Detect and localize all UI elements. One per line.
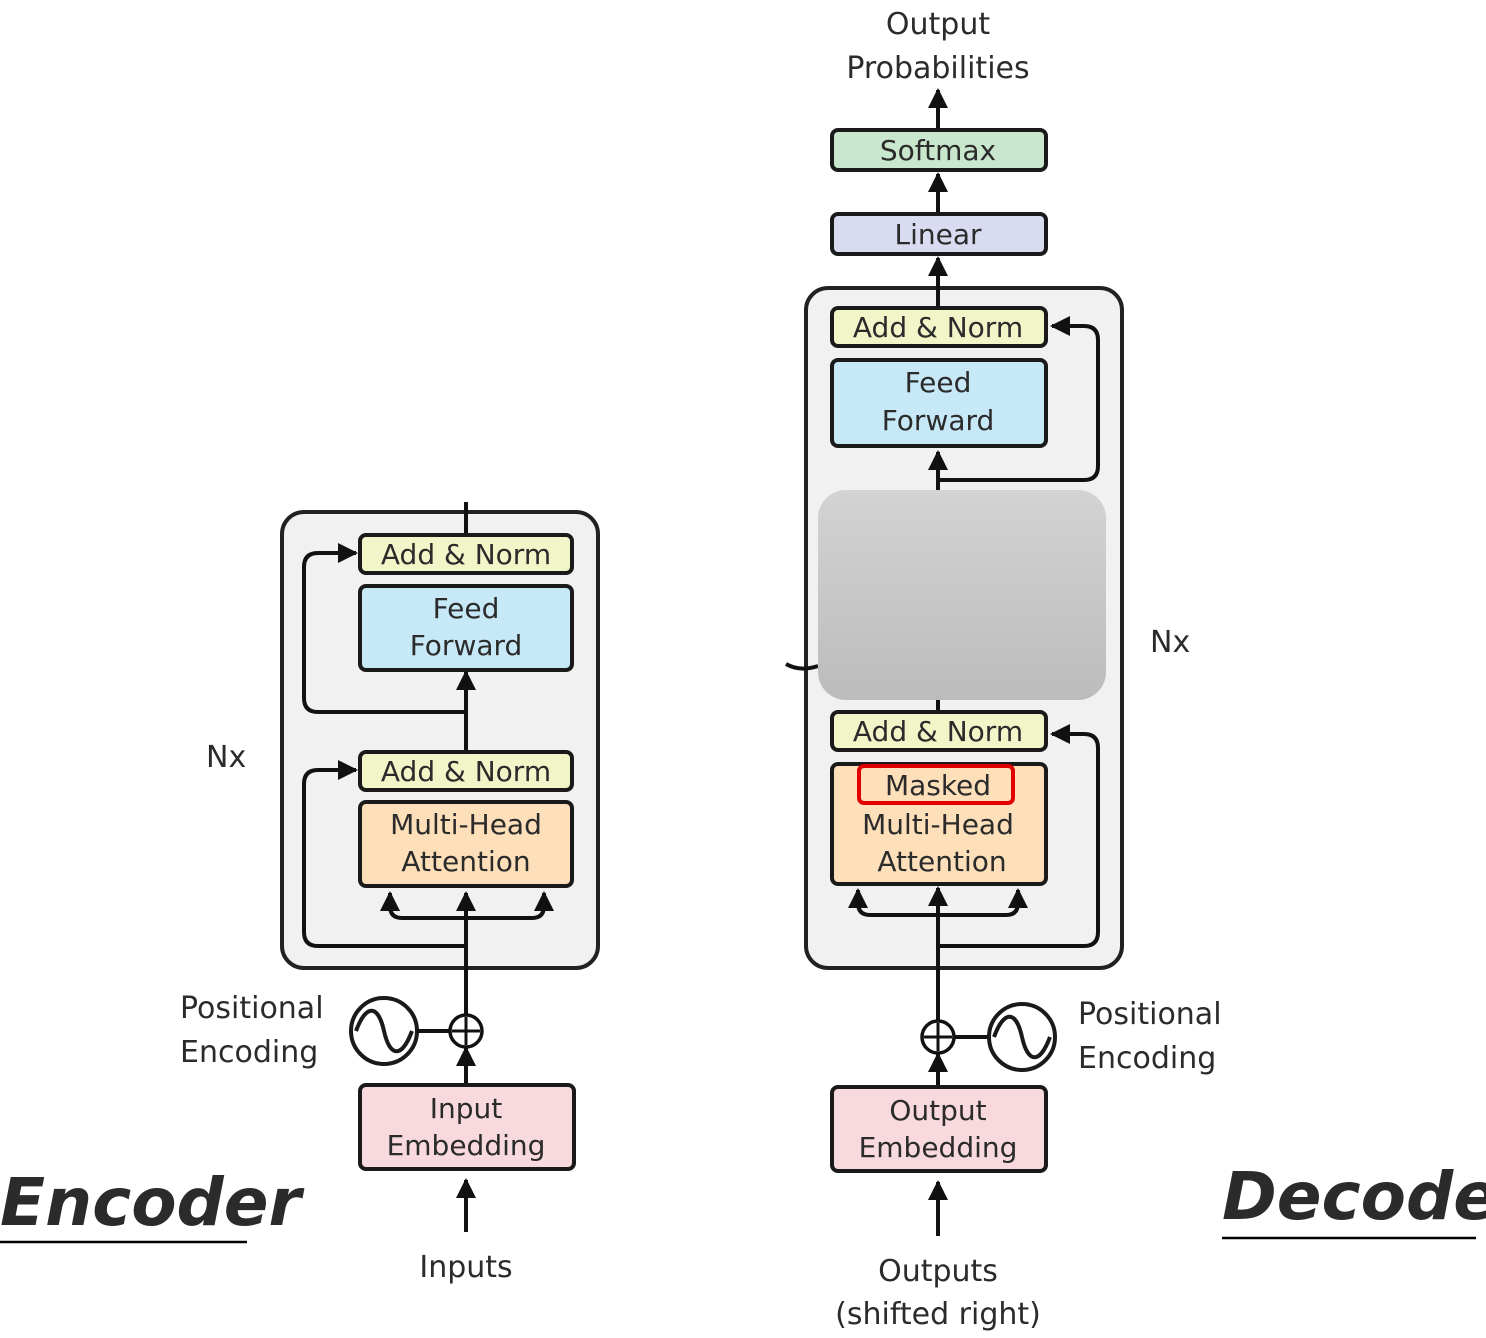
decoder-feed-forward-label-1: Feed xyxy=(905,366,972,399)
decoder-embedding-label-1: Output xyxy=(889,1094,986,1127)
encoder-add-norm-top xyxy=(358,533,574,575)
encoder-inputs-label: Inputs xyxy=(419,1250,512,1285)
decoder-output-embedding xyxy=(830,1085,1048,1173)
decoder-softmax-label: Softmax xyxy=(880,134,996,167)
encoder-attention-label-1: Multi-Head xyxy=(390,808,542,841)
encoder-embedding-label-2: Embedding xyxy=(387,1129,546,1162)
decoder-attention-label-1: Multi-Head xyxy=(862,808,1014,841)
encoder-multi-head-attention xyxy=(358,800,574,888)
masked-highlight-box xyxy=(857,764,1015,805)
decoder-add-norm-bottom xyxy=(830,710,1048,752)
decoder-embedding-label-2: Embedding xyxy=(859,1131,1018,1164)
decoder-linear xyxy=(830,212,1048,256)
decoder-add-norm-bottom-label: Add & Norm xyxy=(853,715,1023,748)
decoder-add-icon xyxy=(920,1019,956,1055)
encoder-feed-forward-label-2: Forward xyxy=(410,629,523,662)
encoder-nx-label: Nx xyxy=(206,740,246,775)
decoder-title: Decoder xyxy=(1222,1158,1486,1235)
decoder-positional-encoding-label-1: Positional xyxy=(1078,997,1222,1032)
output-probabilities-label-1: Output xyxy=(886,7,990,42)
decoder-add-norm-top-label: Add & Norm xyxy=(853,311,1023,344)
decoder: Softmax Linear Add & Norm Feed Forward A… xyxy=(785,7,1486,1332)
encoder-layer-container xyxy=(280,510,600,970)
encoder-feed-forward xyxy=(358,584,574,672)
hidden-block-overlay xyxy=(818,490,1106,700)
decoder-outputs-label-2: (shifted right) xyxy=(835,1297,1041,1332)
encoder-embedding-label-1: Input xyxy=(430,1092,503,1125)
encoder-add-norm-bottom-label: Add & Norm xyxy=(381,755,551,788)
encoder-positional-encoding-label-1: Positional xyxy=(180,991,324,1026)
decoder-softmax xyxy=(830,128,1048,172)
decoder-feed-forward xyxy=(830,358,1048,448)
encoder: Add & Norm Feed Forward Add & Norm Multi… xyxy=(0,502,600,1285)
decoder-masked-label: Masked xyxy=(885,769,991,802)
encoder-add-norm-top-label: Add & Norm xyxy=(381,538,551,571)
encoder-add-norm-bottom xyxy=(358,750,574,792)
decoder-linear-label: Linear xyxy=(894,218,982,251)
encoder-feed-forward-label-1: Feed xyxy=(433,592,500,625)
decoder-nx-label: Nx xyxy=(1150,625,1190,660)
decoder-positional-encoding-label-2: Encoding xyxy=(1078,1041,1216,1076)
encoder-title: Encoder xyxy=(0,1164,305,1241)
decoder-add-norm-top xyxy=(830,306,1048,348)
encoder-input-embedding xyxy=(358,1083,576,1171)
output-probabilities-label-2: Probabilities xyxy=(846,51,1029,86)
decoder-attention-label-2: Attention xyxy=(877,845,1006,878)
encoder-add-icon xyxy=(448,1013,484,1049)
decoder-outputs-label-1: Outputs xyxy=(878,1254,998,1289)
encoder-positional-encoding-label-2: Encoding xyxy=(180,1035,318,1070)
encoder-attention-label-2: Attention xyxy=(401,845,530,878)
decoder-feed-forward-label-2: Forward xyxy=(882,404,995,437)
